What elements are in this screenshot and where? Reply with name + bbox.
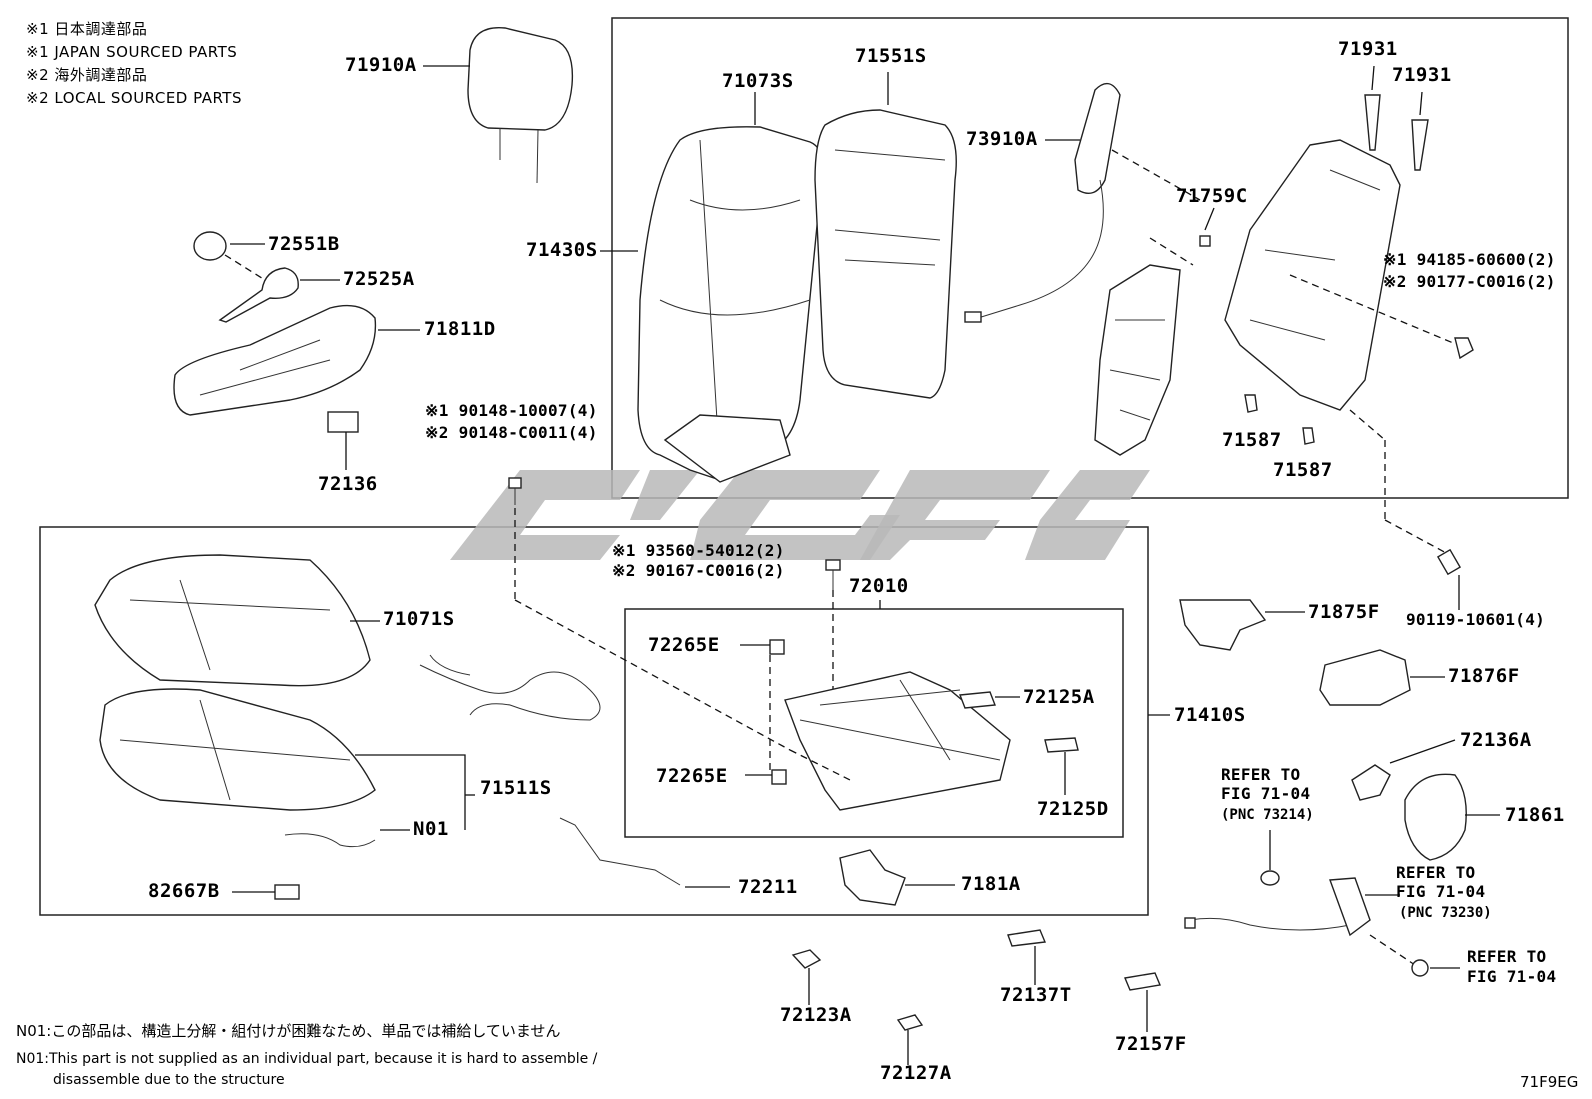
refer-2-line-1[interactable]: REFER TO <box>1396 863 1476 882</box>
part-82667B-label[interactable]: 82667B <box>148 880 220 902</box>
seatback-frame <box>1224 65 1474 610</box>
part-71931-label-1[interactable]: 71931 <box>1338 38 1398 60</box>
part-71430S-label[interactable]: 71430S <box>526 239 598 261</box>
legend-line-3: ※2 海外調達部品 <box>26 66 148 84</box>
refer-2-line-3: (PNC 73230) <box>1399 905 1492 921</box>
part-72265E-label-2[interactable]: 72265E <box>656 765 728 787</box>
bottom-clips <box>791 929 1161 1065</box>
footnote-en-line-1: N01:This part is not supplied as an indi… <box>16 1051 598 1067</box>
part-71551S-label[interactable]: 71551S <box>855 45 927 67</box>
part-90177-label[interactable]: ※2 90177-C0016(2) <box>1383 272 1556 291</box>
part-73910A-label[interactable]: 73910A <box>966 128 1038 150</box>
part-71910A-label[interactable]: 71910A <box>345 54 417 76</box>
part-71931-label-2[interactable]: 71931 <box>1392 64 1452 86</box>
part-72010-label[interactable]: 72010 <box>849 575 909 597</box>
part-72123A-label[interactable]: 72123A <box>780 1004 852 1026</box>
part-72136A-label[interactable]: 72136A <box>1460 729 1532 751</box>
part-71875F-label[interactable]: 71875F <box>1308 601 1380 623</box>
watermark-logo <box>450 470 1150 560</box>
seat-track <box>740 639 1079 811</box>
cushion-cover <box>94 554 380 687</box>
seatback-pad <box>754 72 957 399</box>
refer-1-line-2[interactable]: FIG 71-04 <box>1221 784 1311 803</box>
rod-72211 <box>559 817 730 888</box>
part-90148-C0011-label[interactable]: ※2 90148-C0011(4) <box>425 423 598 442</box>
cushion-harness <box>419 654 601 721</box>
refer-3-line-2[interactable]: FIG 71-04 <box>1467 967 1557 986</box>
part-71071S-label[interactable]: 71071S <box>383 608 455 630</box>
part-72157F-label[interactable]: 72157F <box>1115 1033 1187 1055</box>
part-72137T-label[interactable]: 72137T <box>1000 984 1072 1006</box>
lumbar-frame <box>1094 207 1215 456</box>
part-72127A-label[interactable]: 72127A <box>880 1062 952 1084</box>
part-90148-10007-label[interactable]: ※1 90148-10007(4) <box>425 401 598 420</box>
shield-parts <box>173 231 420 470</box>
part-71759C-label[interactable]: 71759C <box>1176 185 1248 207</box>
footnote-en-line-2: disassemble due to the structure <box>53 1072 285 1088</box>
headrest-part <box>423 26 574 184</box>
part-72125D-label[interactable]: 72125D <box>1037 798 1109 820</box>
part-71876F-label[interactable]: 71876F <box>1448 665 1520 687</box>
part-72211-label[interactable]: 72211 <box>738 876 798 898</box>
part-71861-label[interactable]: 71861 <box>1505 804 1565 826</box>
harness-right <box>1184 830 1460 977</box>
part-71811D-label[interactable]: 71811D <box>424 318 496 340</box>
part-71511S-label[interactable]: 71511S <box>480 777 552 799</box>
part-90167-label[interactable]: ※2 90167-C0016(2) <box>612 561 785 580</box>
refer-2-line-2[interactable]: FIG 71-04 <box>1396 882 1486 901</box>
part-72125A-label[interactable]: 72125A <box>1023 686 1095 708</box>
part-90119-label[interactable]: 90119-10601(4) <box>1406 610 1546 629</box>
part-72136-label[interactable]: 72136 <box>318 473 378 495</box>
part-72525A-label[interactable]: 72525A <box>343 268 415 290</box>
cushion-group-box <box>39 526 1149 916</box>
bolt-93560 <box>825 559 881 700</box>
part-94185-label[interactable]: ※1 94185-60600(2) <box>1383 250 1556 269</box>
legend-line-4: ※2 LOCAL SOURCED PARTS <box>26 89 242 107</box>
footnote-jp: N01:この部品は、構造上分解・組付けが困難なため、単品では補給していません <box>16 1022 561 1040</box>
part-71587-label-1[interactable]: 71587 <box>1222 429 1282 451</box>
refer-1-line-3: (PNC 73214) <box>1221 807 1314 823</box>
cushion-pad <box>99 688 475 830</box>
part-71073S-label[interactable]: 71073S <box>722 70 794 92</box>
refer-1-line-1[interactable]: REFER TO <box>1221 765 1301 784</box>
part-93560-label[interactable]: ※1 93560-54012(2) <box>612 541 785 560</box>
legend-line-1: ※1 日本調達部品 <box>26 20 148 38</box>
part-N01-label[interactable]: N01 <box>413 818 449 840</box>
part-72265E-label-1[interactable]: 72265E <box>648 634 720 656</box>
part-71587-label-2[interactable]: 71587 <box>1273 459 1333 481</box>
lumbar-part <box>964 82 1201 323</box>
part-7181A-label[interactable]: 7181A <box>961 873 1021 895</box>
figure-code: 71F9EG <box>1520 1073 1579 1091</box>
bolt-90148 <box>508 477 791 751</box>
part-7181A <box>839 849 955 906</box>
harness-parts <box>232 829 410 900</box>
part-71410S-label[interactable]: 71410S <box>1174 704 1246 726</box>
part-72551B-label[interactable]: 72551B <box>268 233 340 255</box>
seatback-cover <box>600 126 824 483</box>
legend-line-2: ※1 JAPAN SOURCED PARTS <box>26 43 238 61</box>
refer-3-line-1[interactable]: REFER TO <box>1467 947 1547 966</box>
side-parts <box>1179 599 1500 861</box>
seat-track-group-box <box>624 608 1124 838</box>
